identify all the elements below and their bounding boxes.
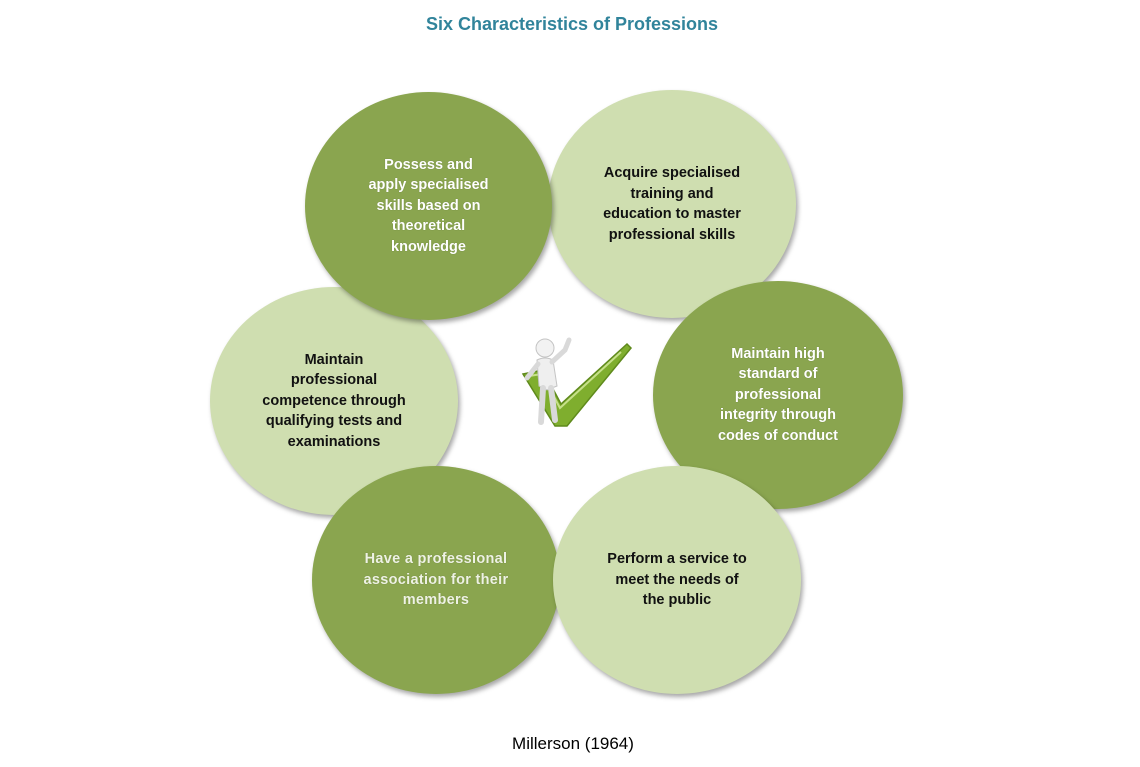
characteristic-text-training: Acquire specialised training and educati… (603, 165, 741, 243)
characteristic-circle-training: Acquire specialised training and educati… (548, 90, 796, 318)
diagram-title: Six Characteristics of Professions (425, 14, 719, 34)
characteristic-text-association: Have a professional association for thei… (363, 551, 509, 609)
characteristic-circle-service: Perform a service to meet the needs of t… (553, 466, 801, 694)
characteristic-circle-competence: Maintain professional competence through… (210, 287, 458, 515)
characteristic-circle-skills: Possess and apply specialised skills bas… (305, 92, 552, 320)
characteristic-text-service: Perform a service to meet the needs of t… (607, 551, 747, 609)
characteristic-circle-association: Have a professional association for thei… (312, 466, 560, 694)
citation: Millerson (1964) (512, 734, 634, 753)
characteristic-text-competence: Maintain professional competence through… (262, 351, 406, 450)
characteristic-text-integrity: Maintain high standard of professional i… (717, 345, 839, 444)
person-with-checkmark-icon (521, 337, 633, 427)
characteristic-text-skills: Possess and apply specialised skills bas… (368, 156, 489, 255)
